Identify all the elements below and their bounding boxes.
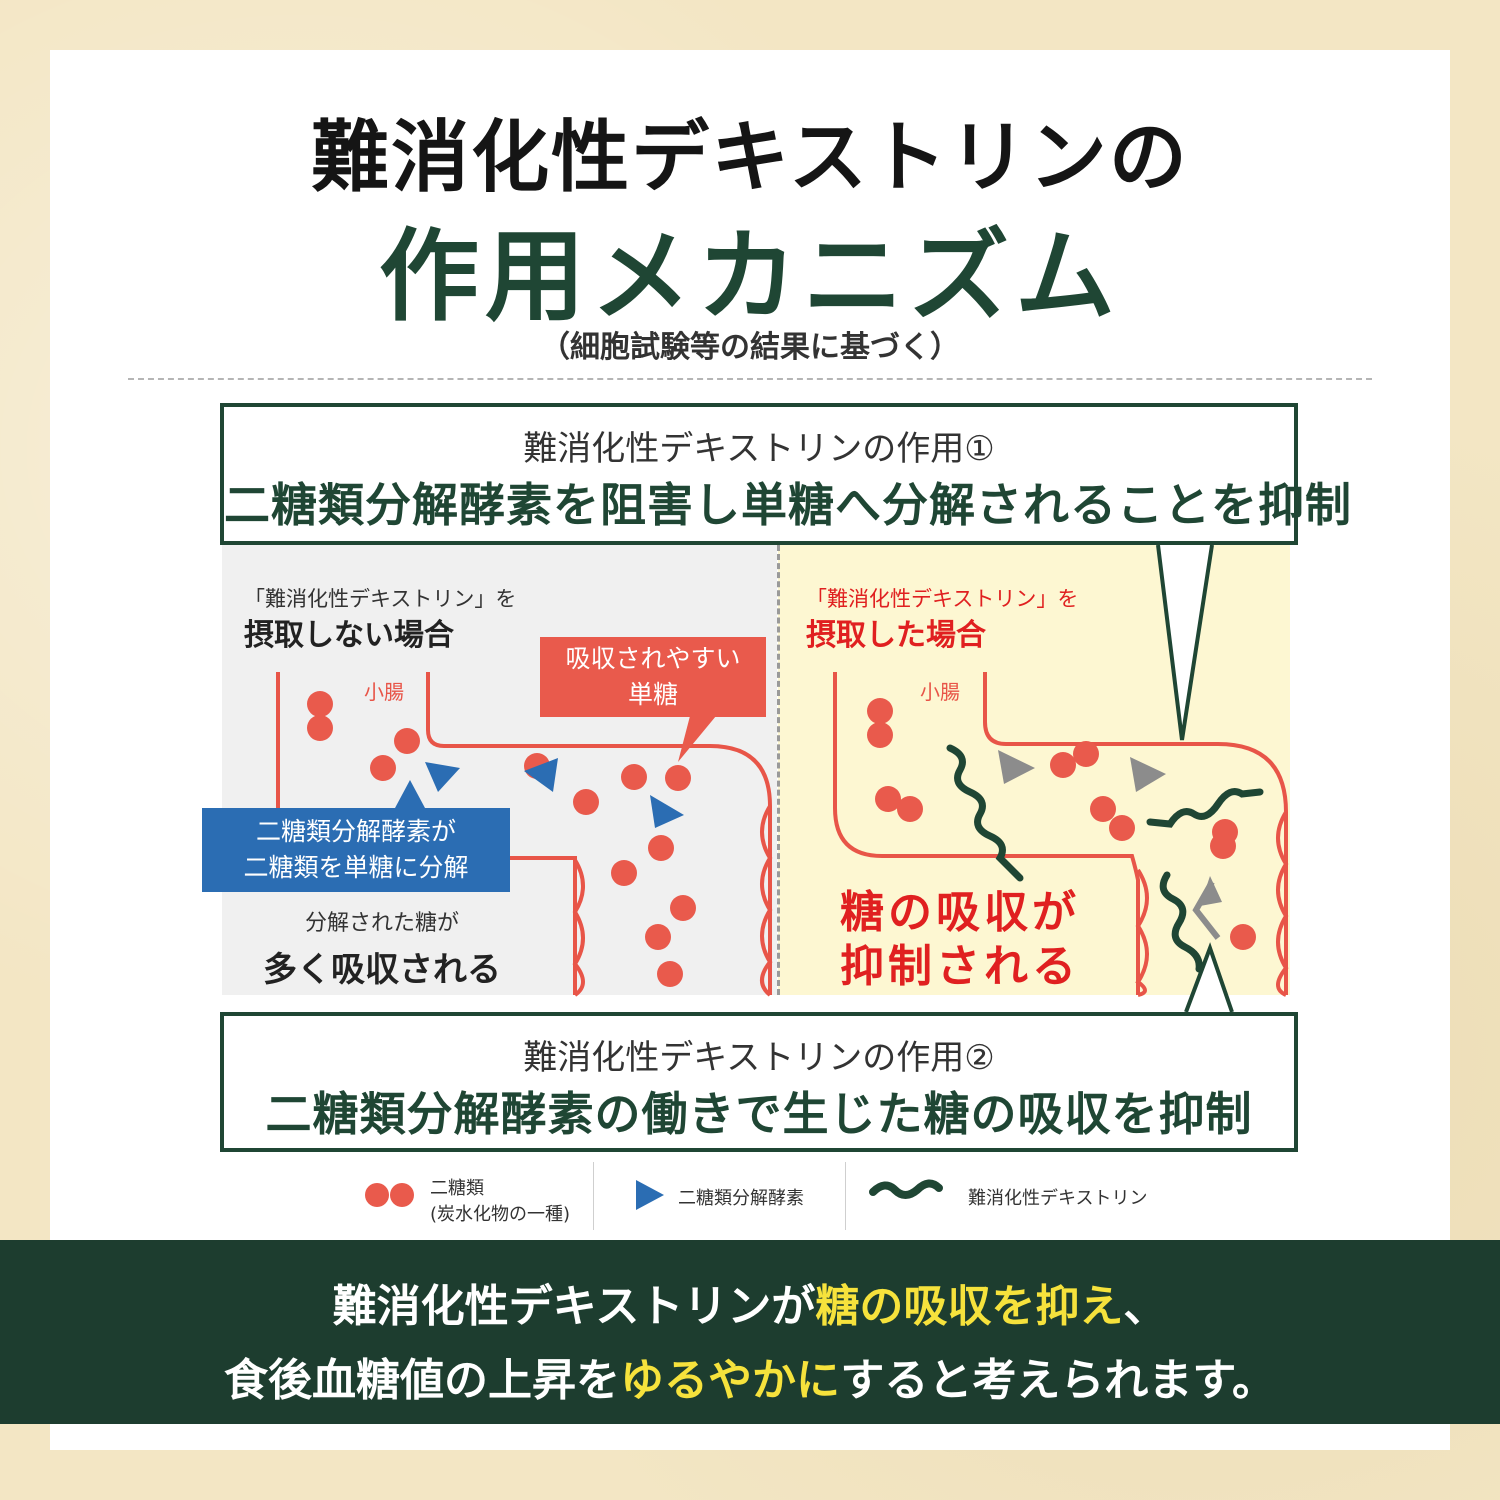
effect-box-2: 難消化性デキストリンの作用② 二糖類分解酵素の働きで生じた糖の吸収を抑制 bbox=[220, 1012, 1298, 1152]
enzyme-triangles-left bbox=[425, 758, 684, 828]
legend-disaccharide-line1: 二糖類 bbox=[430, 1178, 484, 1199]
footer-line2-b: すると考えられます。 bbox=[840, 1355, 1277, 1406]
panel-divider bbox=[777, 545, 780, 995]
effect1-title: 難消化性デキストリンの作用① bbox=[523, 429, 995, 469]
callout-red-line1: 吸収されやすい bbox=[565, 644, 741, 673]
disaccharide-dots-right bbox=[867, 698, 1256, 950]
suppress-line2: 抑制される bbox=[840, 941, 1080, 992]
left-intestine-label: 小腸 bbox=[364, 680, 404, 704]
callout-red-pointer bbox=[678, 716, 716, 762]
legend-disaccharide: 二糖類 (炭水化物の一種) bbox=[430, 1174, 570, 1226]
suppression-message: 糖の吸収が 抑制される bbox=[840, 886, 1100, 994]
callout-blue-line1: 二糖類分解酵素が bbox=[255, 817, 456, 846]
effect2-title: 難消化性デキストリンの作用② bbox=[523, 1038, 995, 1078]
legend-enzyme: 二糖類分解酵素 bbox=[678, 1188, 804, 1209]
legend-dextrin: 難消化性デキストリン bbox=[968, 1188, 1148, 1209]
page-title-line1: 難消化性デキストリンの bbox=[311, 112, 1189, 203]
callout-enzyme-breakdown: 二糖類分解酵素が 二糖類を単糖に分解 bbox=[202, 808, 510, 892]
left-case-label: 「難消化性デキストリン」を bbox=[244, 587, 517, 611]
callout-absorbable-monosaccharide: 吸収されやすい 単糖 bbox=[540, 637, 766, 717]
footer-line1: 難消化性デキストリンが糖の吸収を抑え、 bbox=[0, 1270, 1500, 1334]
effect1-pointer bbox=[1156, 544, 1214, 741]
legend-disaccharide-line2: (炭水化物の一種) bbox=[430, 1204, 571, 1225]
right-case-strong: 摂取した場合 bbox=[806, 618, 986, 653]
legend-separator-1 bbox=[593, 1162, 594, 1230]
intestine-villi-right bbox=[1135, 810, 1289, 997]
effect-box-1: 難消化性デキストリンの作用① 二糖類分解酵素を阻害し単糖へ分解されることを抑制 bbox=[220, 403, 1352, 545]
footer-line1-highlight: 糖の吸収を抑え bbox=[815, 1281, 1124, 1332]
page-title-line2: 作用メカニズム bbox=[379, 217, 1121, 335]
right-intestine-label: 小腸 bbox=[920, 680, 960, 704]
effect2-pointer bbox=[1184, 942, 1234, 1013]
left-case-strong: 摂取しない場合 bbox=[244, 618, 454, 653]
dashed-divider bbox=[128, 378, 1372, 380]
dextrin-chains-right bbox=[946, 744, 1264, 973]
footer-banner: 難消化性デキストリンが糖の吸収を抑え、 食後血糖値の上昇をゆるやかにすると考えら… bbox=[0, 1240, 1500, 1424]
footer-line2-highlight: ゆるやかに bbox=[619, 1355, 841, 1406]
footer-line1-a: 難消化性デキストリンが bbox=[332, 1281, 816, 1332]
page-subtitle: （細胞試験等の結果に基づく） bbox=[540, 330, 960, 365]
legend-separator-2 bbox=[845, 1162, 846, 1230]
footer-line1-b: 、 bbox=[1123, 1281, 1168, 1332]
callout-blue-line2: 二糖類を単糖に分解 bbox=[243, 853, 469, 882]
intestine-outline-right bbox=[833, 672, 1288, 995]
left-result-small: 分解された糖が bbox=[304, 911, 459, 936]
effect2-desc: 二糖類分解酵素の働きで生じた糖の吸収を抑制 bbox=[265, 1087, 1253, 1141]
effect1-desc: 二糖類分解酵素を阻害し単糖へ分解されることを抑制 bbox=[224, 478, 1352, 532]
footer-line2-a: 食後血糖値の上昇を bbox=[223, 1355, 620, 1406]
suppress-line1: 糖の吸収が bbox=[840, 887, 1080, 938]
intestine-villi-left bbox=[572, 804, 773, 997]
footer-line2: 食後血糖値の上昇をゆるやかにすると考えられます。 bbox=[0, 1344, 1500, 1408]
gray-arrow-icon bbox=[1192, 880, 1221, 940]
right-case-label: 「難消化性デキストリン」を bbox=[806, 587, 1079, 611]
callout-red-line2: 単糖 bbox=[627, 680, 678, 709]
left-result-big: 多く吸収される bbox=[263, 950, 501, 990]
callout-blue-pointer bbox=[395, 780, 425, 808]
